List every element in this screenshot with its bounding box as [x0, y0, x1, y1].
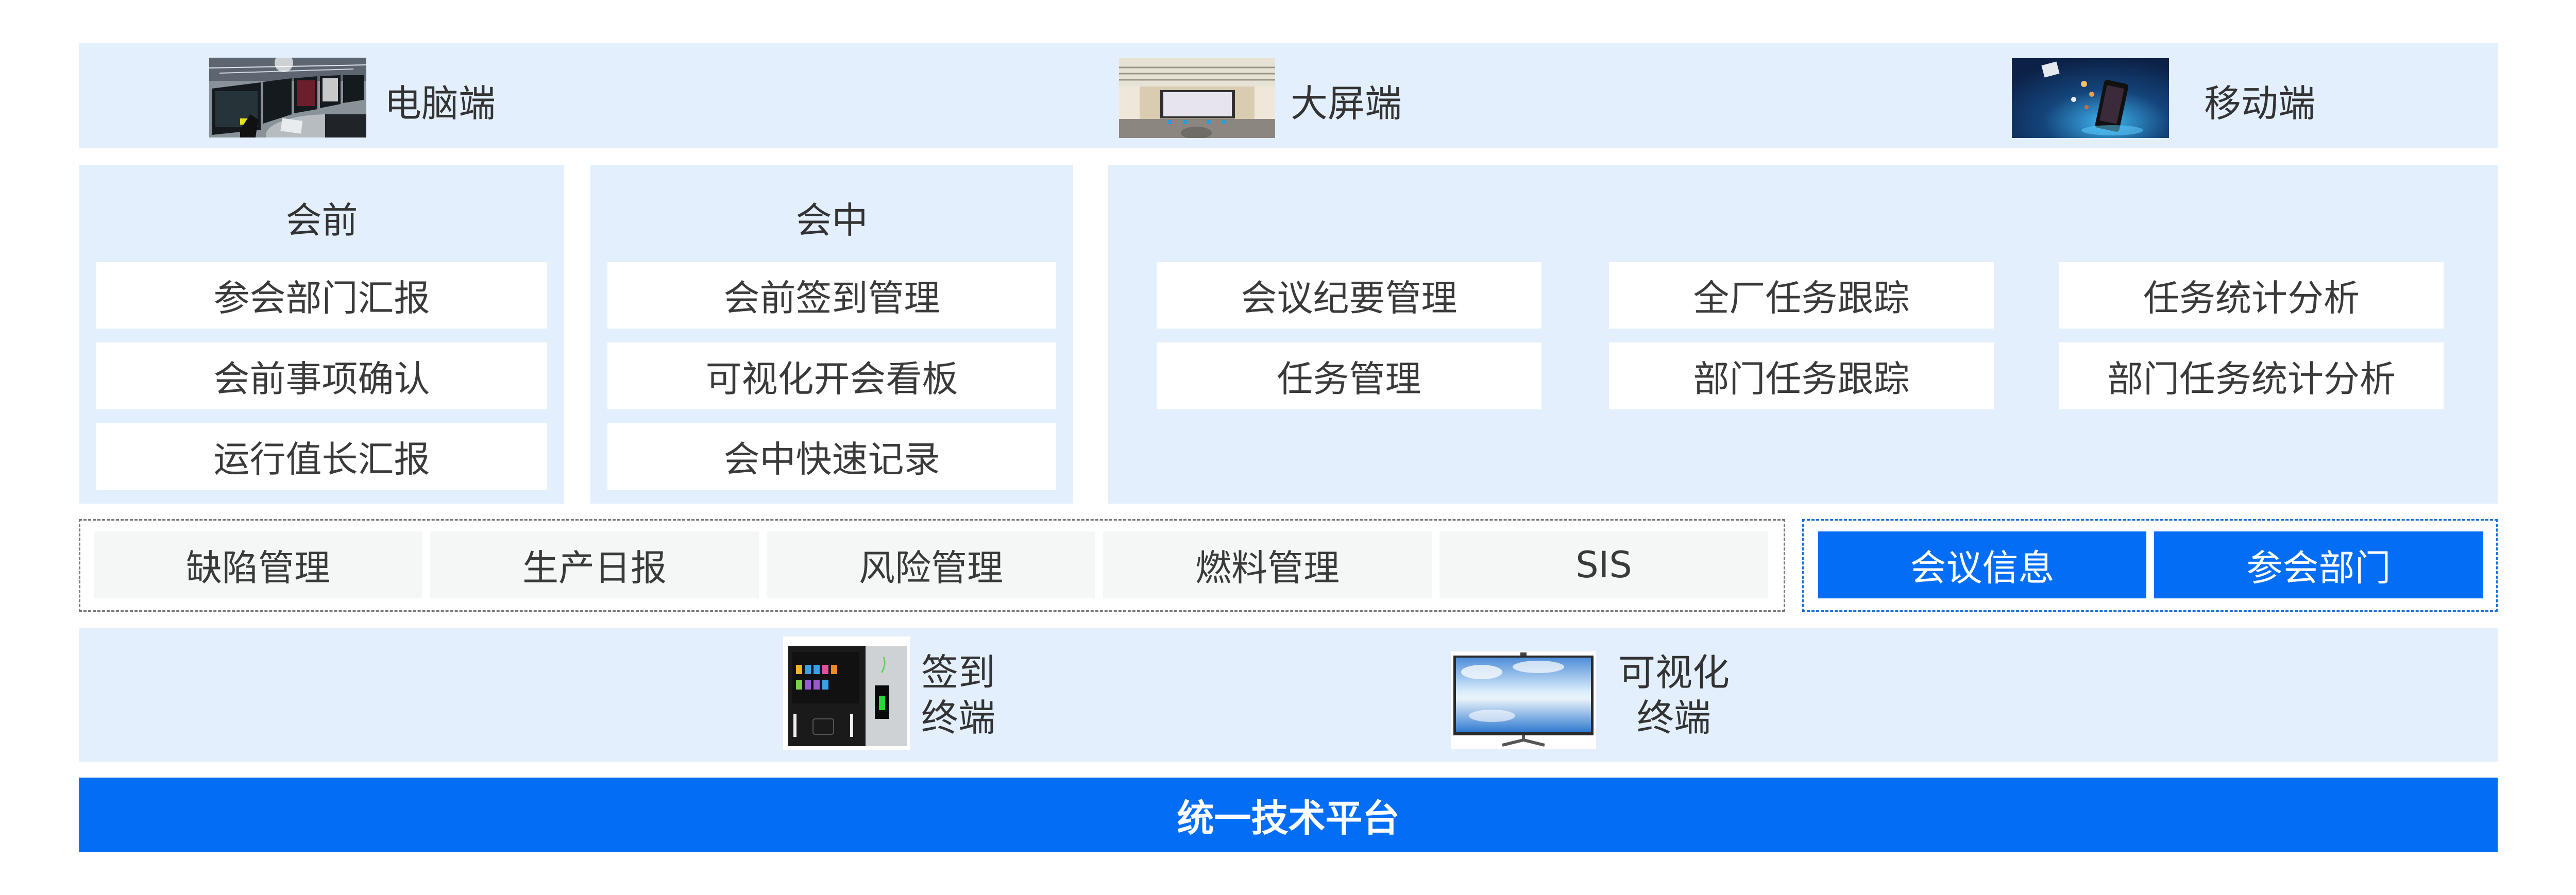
external-system-item[interactable]: 生产日报	[430, 531, 759, 598]
attending-departments-button[interactable]: 参会部门	[2154, 531, 2483, 598]
meeting-data-group	[1802, 519, 2498, 612]
external-system-item[interactable]: 缺陷管理	[94, 531, 422, 598]
sign-in-terminal-label: 签到 终端	[921, 650, 995, 741]
external-system-item[interactable]: SIS	[1439, 531, 1768, 598]
visualization-terminal-label: 可视化 终端	[1618, 650, 1730, 741]
post-meeting-item[interactable]: 部门任务统计分析	[2059, 342, 2444, 409]
post-meeting-panel	[1108, 165, 2498, 504]
external-systems-group	[79, 519, 1785, 612]
visualization-terminal-label-line1: 可视化	[1618, 651, 1730, 694]
pre-meeting-title: 会前	[285, 199, 358, 242]
meeting-info-button[interactable]: 会议信息	[1818, 531, 2146, 598]
control-room-monitors-icon	[209, 58, 366, 137]
visualization-display-icon	[1451, 651, 1596, 749]
visualization-terminal-label-line2: 终端	[1637, 696, 1711, 739]
smartphone-icon	[2012, 58, 2169, 138]
in-meeting-item[interactable]: 可视化开会看板	[607, 342, 1056, 409]
sign-in-terminal-icon	[783, 636, 910, 750]
client-pc-label: 电脑端	[384, 82, 496, 125]
client-mobile-label: 移动端	[2204, 82, 2316, 125]
large-screen-conference-room-icon	[1119, 58, 1275, 138]
pre-meeting-item[interactable]: 会前事项确认	[96, 342, 547, 409]
sign-in-terminal-label-line2: 终端	[921, 696, 996, 739]
in-meeting-item[interactable]: 会前签到管理	[607, 262, 1056, 329]
pre-meeting-item[interactable]: 参会部门汇报	[96, 262, 547, 329]
post-meeting-item[interactable]: 全厂任务跟踪	[1609, 262, 1994, 329]
in-meeting-item[interactable]: 会中快速记录	[607, 423, 1056, 490]
external-system-item[interactable]: 燃料管理	[1103, 531, 1432, 598]
terminals-band	[79, 628, 2498, 762]
in-meeting-title: 会中	[795, 199, 868, 242]
post-meeting-item[interactable]: 部门任务跟踪	[1609, 342, 1994, 409]
post-meeting-item[interactable]: 任务管理	[1157, 342, 1541, 409]
post-meeting-item[interactable]: 会议纪要管理	[1157, 262, 1541, 329]
post-meeting-item[interactable]: 任务统计分析	[2059, 262, 2444, 329]
client-big-screen-label: 大屏端	[1291, 82, 1402, 125]
external-system-item[interactable]: 风险管理	[767, 531, 1095, 598]
pre-meeting-item[interactable]: 运行值长汇报	[96, 423, 547, 490]
unified-technology-platform: 统一技术平台	[79, 778, 2498, 852]
sign-in-terminal-label-line1: 签到	[921, 651, 996, 694]
